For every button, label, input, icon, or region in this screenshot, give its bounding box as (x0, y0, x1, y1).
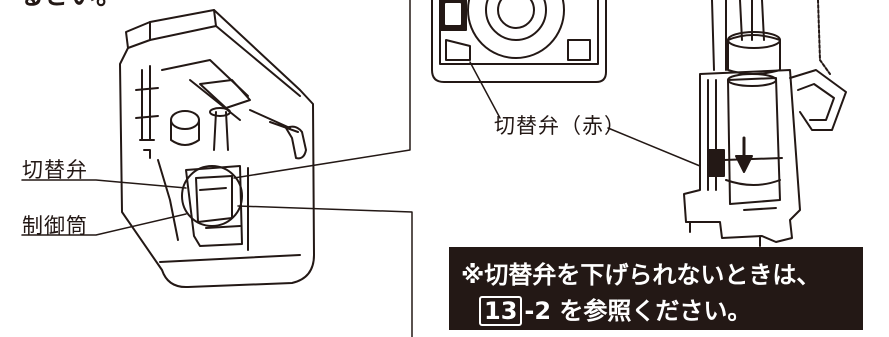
flush-valve-illustration (683, 0, 847, 247)
note-line-1: ※切替弁を下げられないときは、 (461, 261, 821, 289)
toilet-tank-illustration (119, 9, 315, 289)
note-line-2: 13-2 を参照ください。 (479, 291, 751, 326)
valve-top-view-illustration (431, 0, 607, 83)
leader-lines-left (21, 179, 187, 236)
label-control-tube: 制御筒 (22, 214, 88, 238)
leader-line-middle (469, 61, 701, 167)
label-switch-valve: 切替弁 (22, 158, 88, 182)
connector-lines (233, 0, 413, 337)
note-box: ※切替弁を下げられないときは、 13-2 を参照ください。 (449, 247, 863, 330)
label-switch-valve-red: 切替弁（赤） (494, 114, 626, 138)
reference-number-badge: 13 (479, 296, 523, 326)
note-line-2-text: -2 を参照ください。 (524, 297, 752, 325)
header-partial-text: るさい。 (18, 0, 122, 11)
